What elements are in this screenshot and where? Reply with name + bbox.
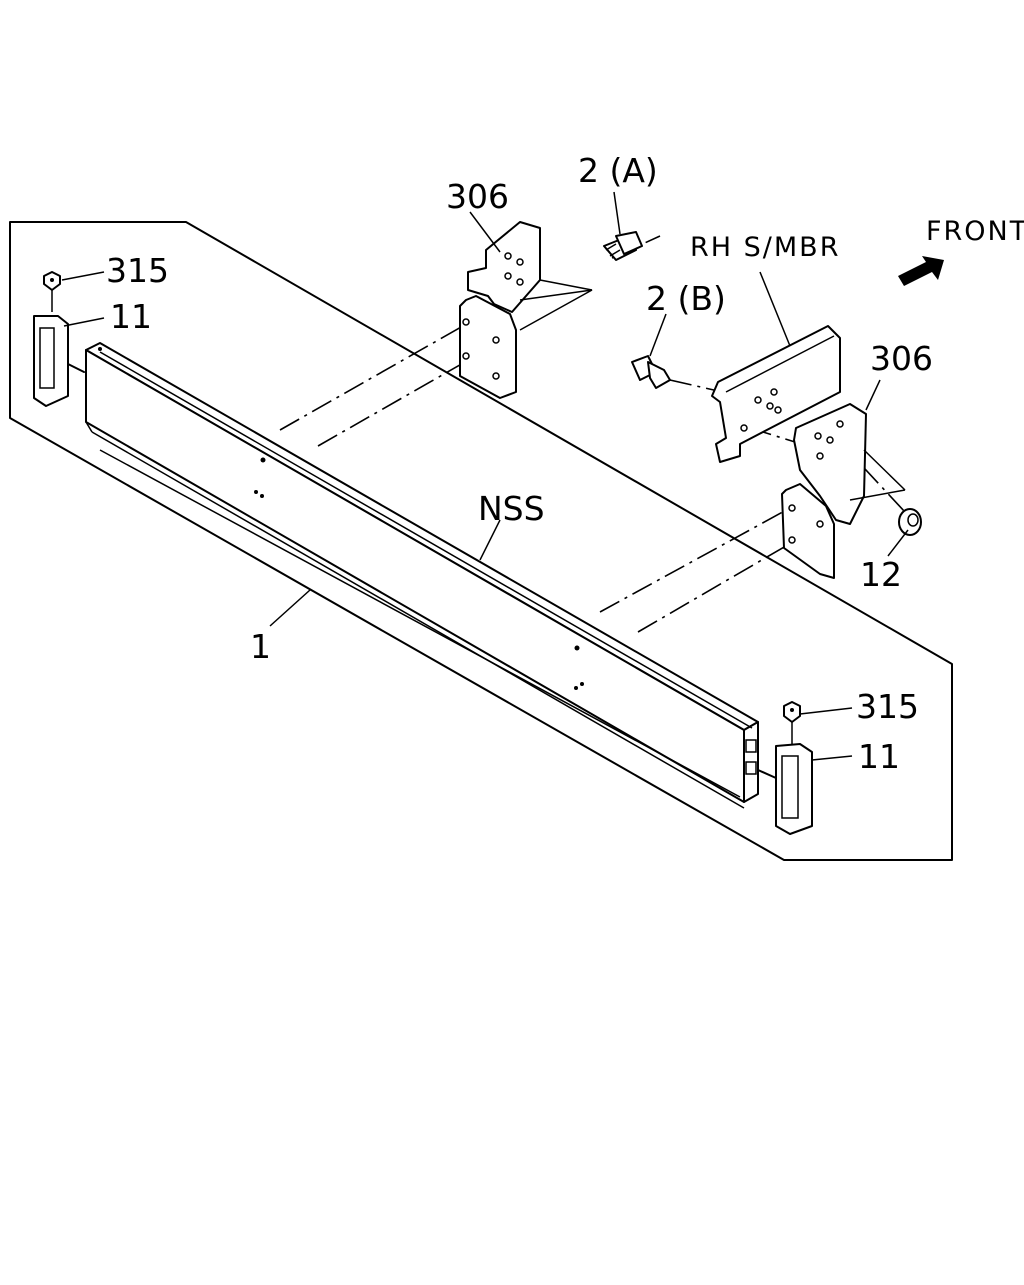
label-11-right: 11 [858, 737, 900, 776]
label-1: 1 [250, 627, 271, 666]
label-front: FRONT [926, 216, 1024, 247]
label-nss: NSS [478, 489, 545, 528]
label-315-right: 315 [856, 687, 919, 726]
end-cap-right [775, 743, 813, 835]
label-306-right: 306 [870, 339, 933, 378]
label-bolt-2b: 2 (B) [646, 279, 726, 318]
front-arrow-icon [898, 256, 944, 286]
side-member [711, 325, 841, 463]
clip-right [783, 701, 801, 723]
label-rh-side-member: RH S/MBR [690, 232, 840, 263]
crossmember-beam [85, 342, 759, 809]
bolt-a [603, 231, 643, 261]
leader-lines [61, 191, 909, 761]
bolt-b [631, 355, 671, 389]
label-bolt-2a: 2 (A) [578, 151, 658, 190]
label-306-left: 306 [446, 177, 509, 216]
assembly-plate-outline [9, 221, 953, 861]
clip-left [43, 271, 61, 291]
label-12: 12 [860, 555, 902, 594]
end-cap-left [33, 315, 69, 407]
bracket-right [781, 403, 906, 579]
bracket-left [459, 221, 593, 399]
nut [898, 508, 922, 536]
label-315-left: 315 [106, 251, 169, 290]
label-11-left: 11 [110, 297, 152, 336]
